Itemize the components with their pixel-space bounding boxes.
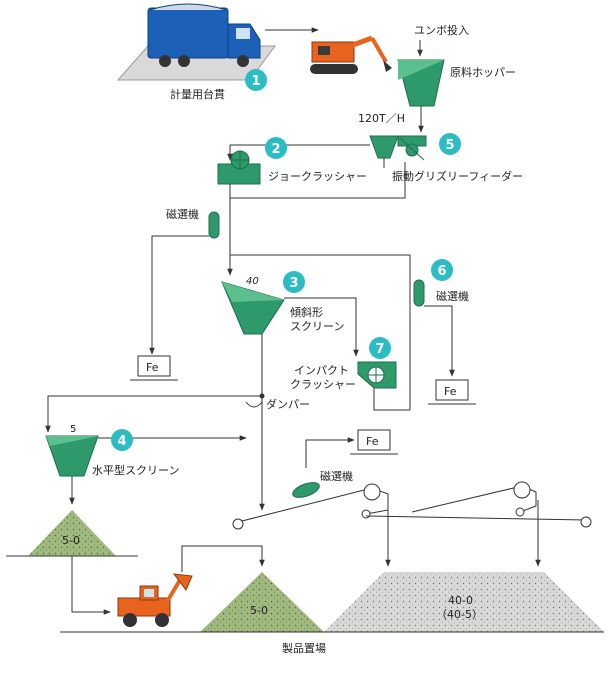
badge-1: 1 xyxy=(245,69,267,91)
impact-crusher-label-1: インパクト xyxy=(294,364,349,377)
unpo-input-label: ユンボ投入 xyxy=(414,23,469,37)
vibrating-grizzly-feeder xyxy=(369,135,427,161)
pile-mid-label: 5-0 xyxy=(250,604,268,617)
badge-3: 3 xyxy=(283,271,305,293)
inclined-screen-label-1: 傾斜形 xyxy=(290,305,323,319)
svg-text:5: 5 xyxy=(445,138,454,153)
pile-mid-5-0 xyxy=(200,572,324,632)
fe-box-1 xyxy=(130,355,178,381)
excavator xyxy=(310,35,392,74)
scale-label: 計量用台貫 xyxy=(170,87,225,101)
svg-text:4: 4 xyxy=(117,434,126,449)
horizontal-screen-label: 水平型スクリーン xyxy=(92,463,179,477)
magnet-separator-left xyxy=(208,211,220,239)
size-40-label: 40 xyxy=(246,276,259,287)
magnet-separator-conveyor xyxy=(292,482,320,498)
magnet-separator-right xyxy=(413,279,425,307)
badge-6: 6 xyxy=(431,259,453,281)
pile-right-40-0 xyxy=(324,572,604,632)
badge-5: 5 xyxy=(439,133,461,155)
fe-box-2 xyxy=(428,379,476,405)
badge-7: 7 xyxy=(369,337,391,359)
damper-label: ダンパー xyxy=(266,397,310,411)
product-yard-label: 製品置場 xyxy=(282,641,326,655)
fe-box-1-label: Fe xyxy=(146,361,159,374)
svg-text:6: 6 xyxy=(437,264,446,279)
fe-box-3 xyxy=(350,429,398,455)
capacity-label: 120T／H xyxy=(358,112,405,125)
pile-right-label-1: 40-0 xyxy=(448,594,473,607)
jaw-crusher-label: ジョークラッシャー xyxy=(268,170,367,183)
horizontal-screen xyxy=(45,435,99,477)
svg-text:2: 2 xyxy=(271,142,280,157)
impact-crusher xyxy=(357,361,397,389)
badge-2: 2 xyxy=(265,137,287,159)
svg-text:1: 1 xyxy=(251,74,260,89)
magnet-right-label: 磁選機 xyxy=(436,289,469,303)
badge-4: 4 xyxy=(111,429,133,451)
fe-box-2-label: Fe xyxy=(444,385,457,398)
conveyor-belts xyxy=(232,481,592,530)
svg-text:7: 7 xyxy=(375,342,384,357)
pile-left-label: 5-0 xyxy=(62,534,80,547)
magnet-left-label: 磁選機 xyxy=(166,207,199,221)
raw-hopper-label: 原料ホッパー xyxy=(450,65,516,79)
weighbridge-truck xyxy=(116,3,276,81)
grizzly-feeder-label: 振動グリズリーフィーダー xyxy=(392,169,523,183)
inclined-screen xyxy=(221,281,285,335)
fe-box-3-label: Fe xyxy=(366,435,379,448)
wheel-loader xyxy=(117,573,193,627)
inclined-screen-label-2: スクリーン xyxy=(290,320,344,333)
svg-text:3: 3 xyxy=(289,276,298,291)
impact-crusher-label-2: クラッシャー xyxy=(290,378,356,391)
raw-hopper xyxy=(397,59,445,107)
size-5-label: 5 xyxy=(70,424,76,435)
magnet-conveyor-label: 磁選機 xyxy=(320,469,353,483)
pile-right-label-2: （40-5） xyxy=(436,608,483,621)
pile-left-5-0 xyxy=(6,510,138,557)
jaw-crusher xyxy=(217,150,261,185)
